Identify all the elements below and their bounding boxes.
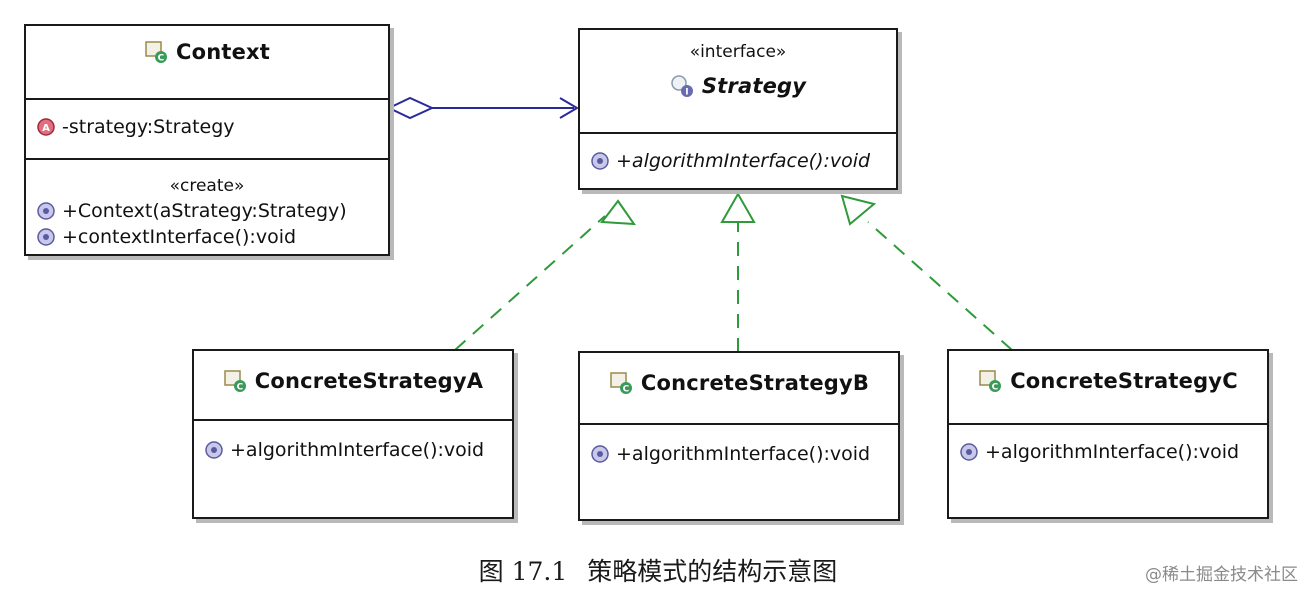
context-attributes: A -strategy:Strategy [26,98,388,160]
class-icon: C [610,372,632,395]
figure-number: 图 17.1 [478,557,568,586]
concrete-strategy-a-operations: +algorithmInterface():void [194,419,512,517]
realization-connector-c [840,194,1013,351]
context-attribute: A -strategy:Strategy [36,116,235,138]
operation-text: +algorithmInterface():void [985,441,1240,463]
figure-title: 策略模式的结构示意图 [587,557,838,586]
class-icon: C [145,41,167,64]
svg-text:A: A [42,123,50,134]
strategy-operation-text: +algorithmInterface():void [616,150,871,172]
aggregation-arrowhead [559,97,579,119]
interface-icon: I [671,75,693,98]
public-method-icon [37,228,55,246]
context-operation-constructor: +Context(aStrategy:Strategy) [36,200,347,222]
strategy-interface: «interface» I Strategy +algorithmInterfa… [578,28,898,190]
context-class: C Context A -strategy:Strategy «create» … [24,24,390,256]
strategy-operation: +algorithmInterface():void [590,150,870,172]
create-stereotype: «create» [169,176,245,196]
context-class-header: C Context [26,40,388,64]
svg-text:C: C [622,385,629,395]
svg-text:I: I [685,88,689,98]
context-class-name: Context [175,40,271,64]
context-operation-text: +contextInterface():void [62,226,297,248]
aggregation-diamond [386,96,435,120]
public-method-icon [37,202,55,220]
concrete-strategy-c-operations: +algorithmInterface():void [949,423,1267,517]
operation-text: +algorithmInterface():void [230,439,485,461]
concrete-strategy-b: C ConcreteStrategyB +algorithmInterface(… [578,351,900,521]
concrete-strategy-c: C ConcreteStrategyC +algorithmInterface(… [947,349,1269,519]
watermark: @稀土掘金技术社区 [1145,565,1298,585]
concrete-strategy-c-name: ConcreteStrategyC [1010,369,1238,393]
concrete-strategy-c-header: C ConcreteStrategyC [949,369,1267,393]
public-method-icon [591,445,609,463]
concrete-strategy-b-header: C ConcreteStrategyB [580,371,898,395]
aggregation-connector [386,96,579,120]
svg-text:C: C [158,54,165,64]
concrete-strategy-a-name: ConcreteStrategyA [254,369,484,393]
context-operations: «create» +Context(aStrategy:Strategy) +c… [26,158,388,254]
concrete-strategy-b-operation: +algorithmInterface():void [590,443,870,465]
svg-text:C: C [992,383,999,393]
realization-connector-b [720,191,756,352]
private-attribute-icon: A [37,118,55,136]
strategy-header: I Strategy [580,74,896,98]
class-icon: C [979,370,1002,393]
concrete-strategy-a-header: C ConcreteStrategyA [194,369,512,393]
svg-text:C: C [236,383,243,393]
public-method-icon [205,441,223,459]
concrete-strategy-a: C ConcreteStrategyA +algorithmInterface(… [192,349,514,519]
concrete-strategy-a-operation: +algorithmInterface():void [204,439,484,461]
context-operation-text: +Context(aStrategy:Strategy) [62,200,347,222]
realization-connector-a [454,199,637,351]
abstract-method-icon [591,152,609,170]
operation-text: +algorithmInterface():void [616,443,871,465]
concrete-strategy-b-operations: +algorithmInterface():void [580,423,898,519]
strategy-name: Strategy [701,74,807,98]
public-method-icon [960,443,978,461]
strategy-operations: +algorithmInterface():void [580,132,896,188]
figure-caption: 图 17.1 策略模式的结构示意图 [0,552,1316,588]
concrete-strategy-b-name: ConcreteStrategyB [640,371,870,395]
interface-stereotype: «interface» [689,42,787,62]
context-attribute-text: -strategy:Strategy [62,116,235,138]
class-icon: C [224,370,246,393]
context-operation-interface: +contextInterface():void [36,226,296,248]
concrete-strategy-c-operation: +algorithmInterface():void [959,441,1239,463]
